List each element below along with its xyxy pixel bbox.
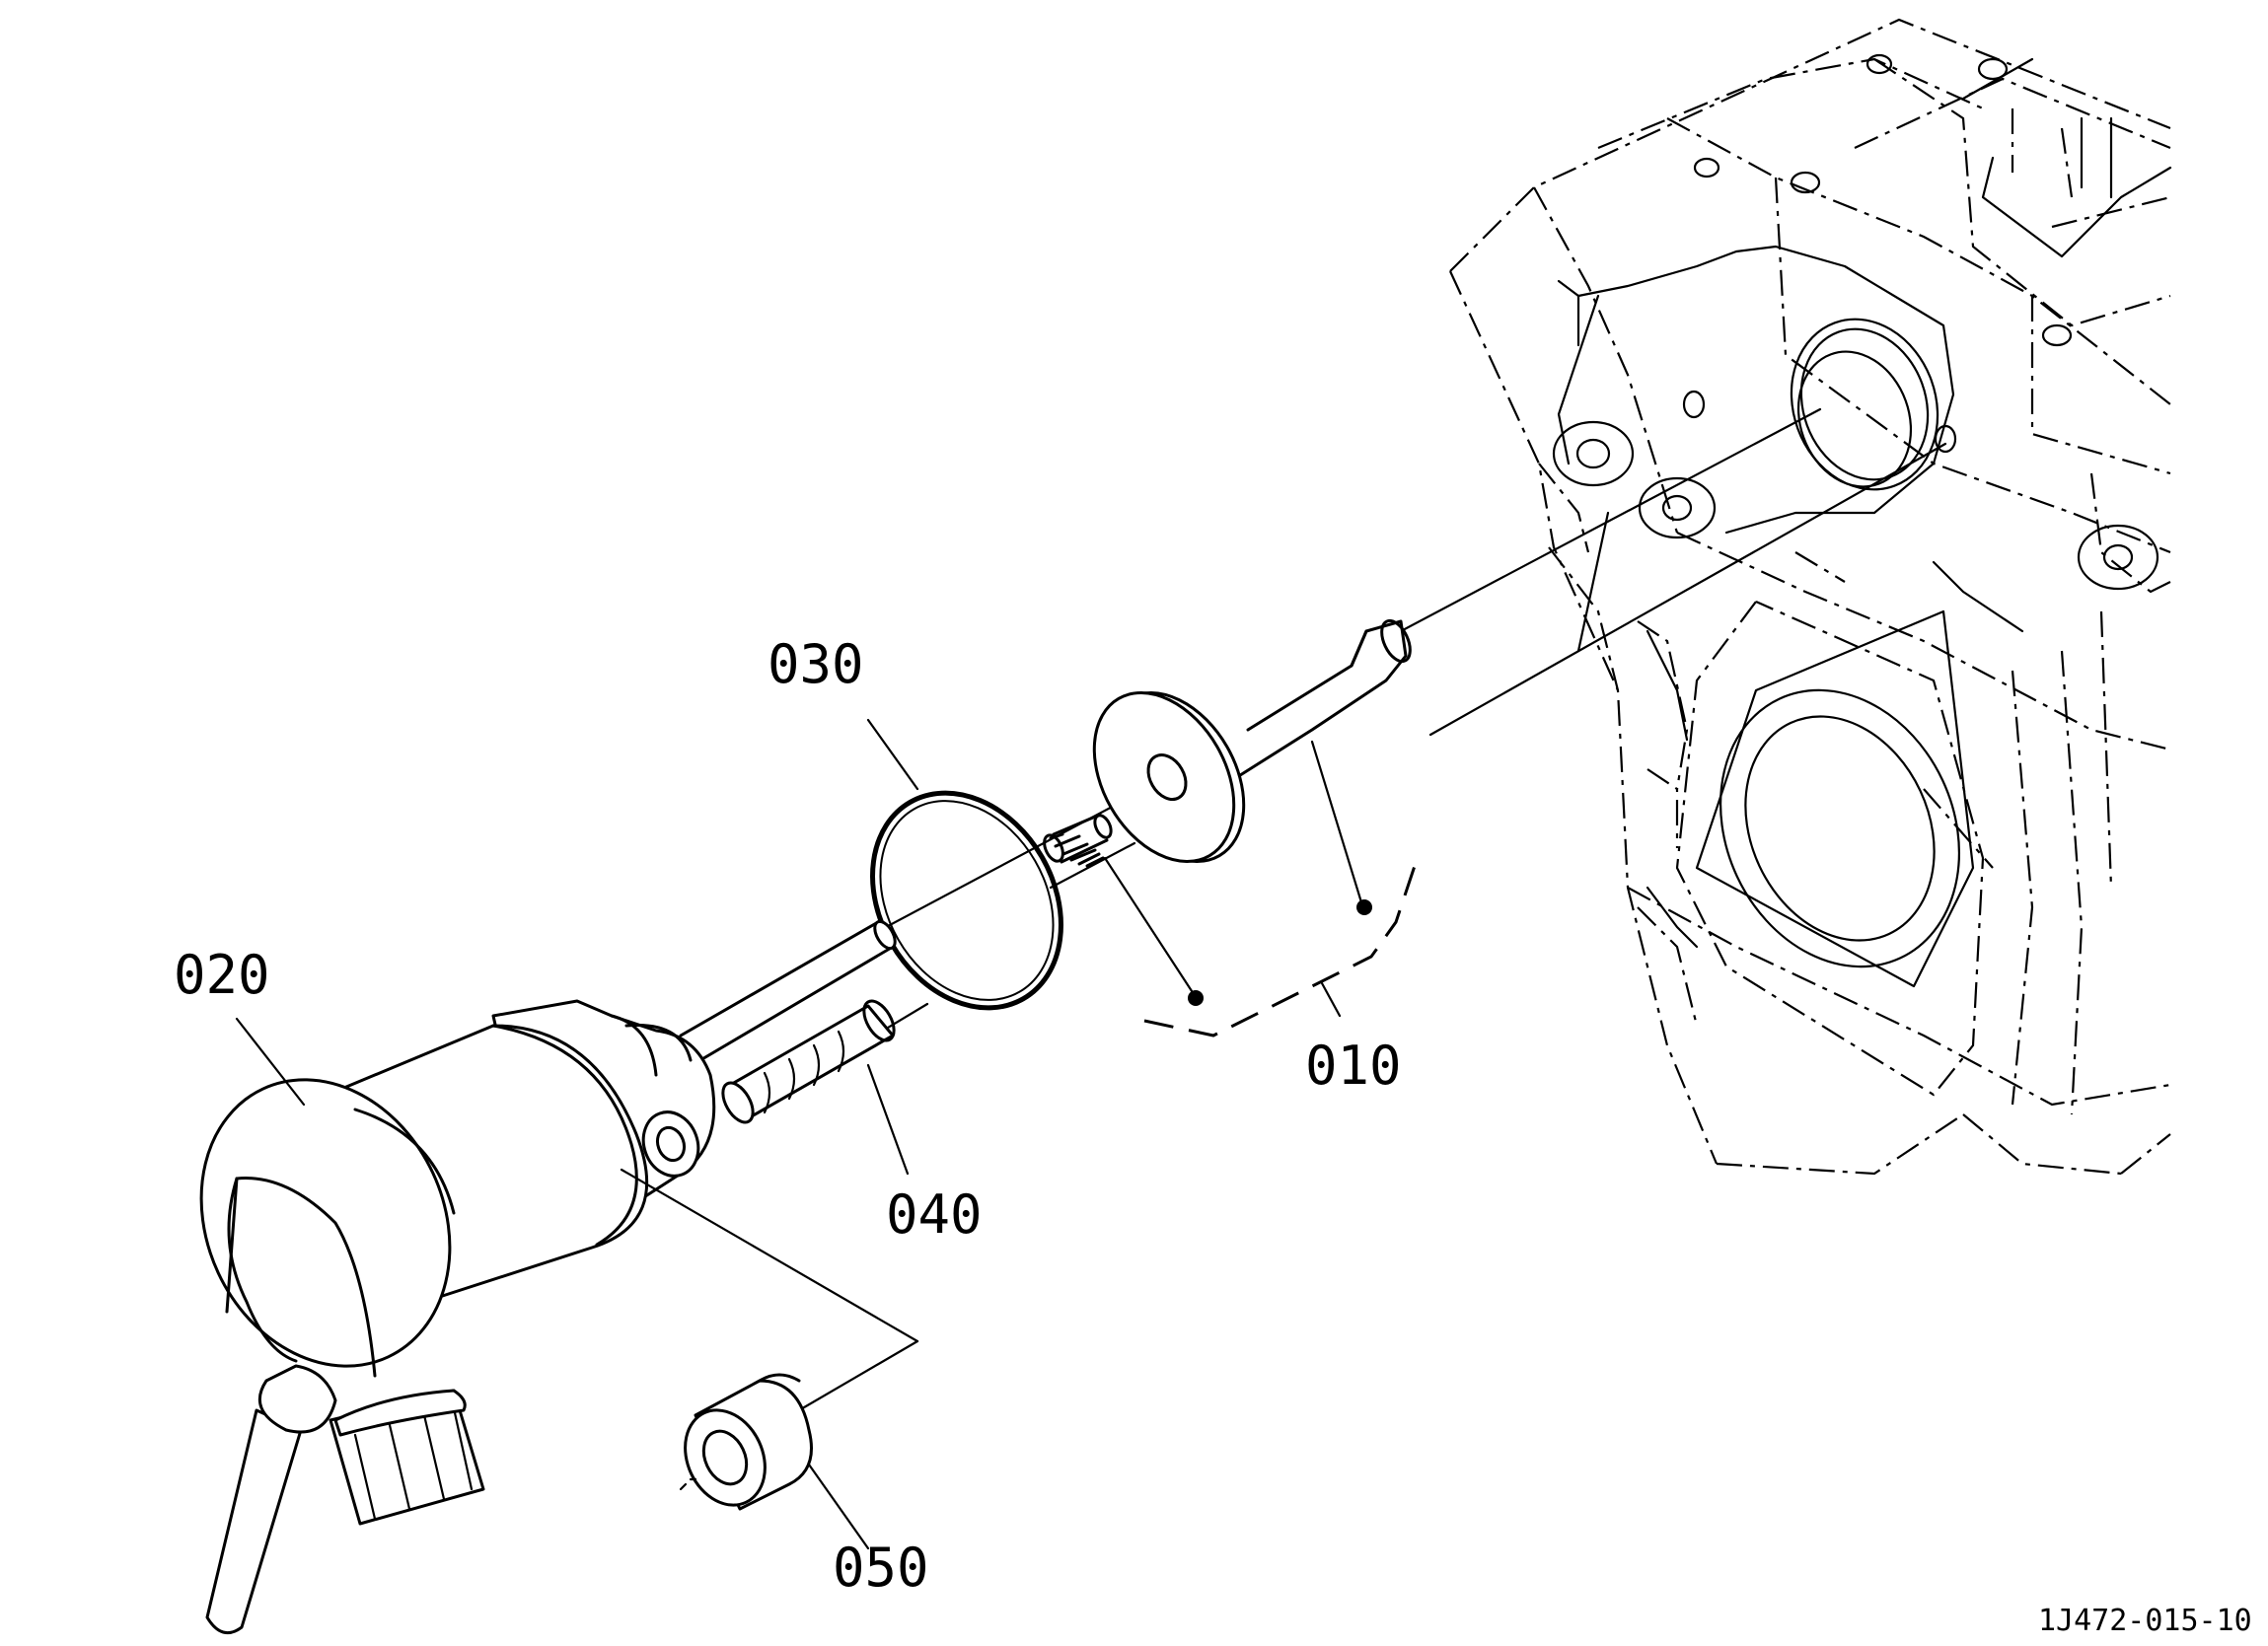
callout-010: 010	[1305, 1035, 1402, 1097]
callout-050: 050	[833, 1537, 929, 1599]
part-040-pin	[721, 999, 910, 1176]
callout-030: 030	[768, 633, 864, 695]
part-020-solenoid	[199, 919, 919, 1635]
part-010-shaft-assembly	[1092, 618, 1412, 863]
callout-040: 040	[886, 1183, 983, 1246]
callout-020: 020	[174, 944, 270, 1006]
engine-block-mount-face	[1552, 53, 2172, 988]
assembly-axis-lines	[856, 407, 1947, 1047]
part-030-o-ring	[866, 718, 1063, 1011]
part-050-nut	[679, 1373, 870, 1550]
part-010-callout-bracket	[1103, 740, 1418, 1038]
part-010-spring	[1043, 813, 1113, 868]
engine-block-outline	[1449, 18, 2171, 1176]
drawing-code: 1J472-015-10	[2038, 1604, 2252, 1638]
